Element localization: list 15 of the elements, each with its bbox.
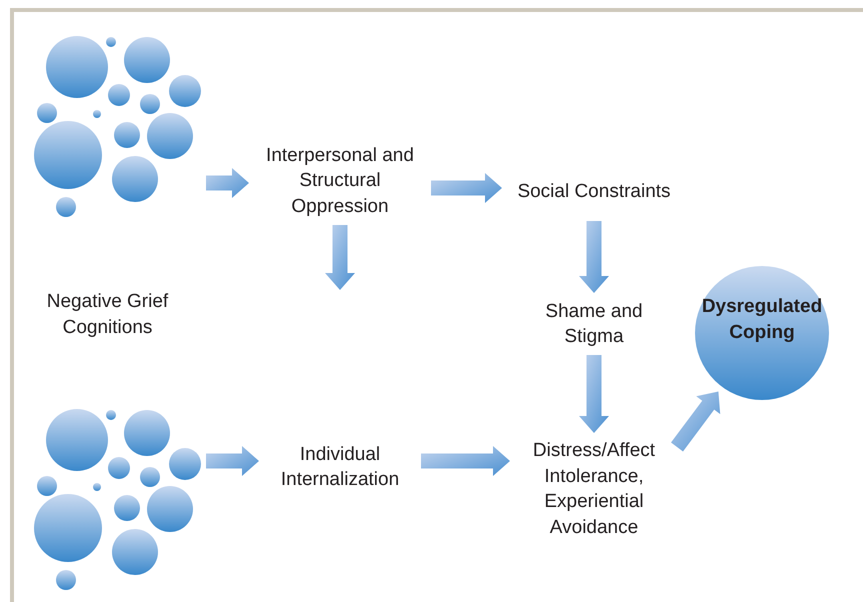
concept-text: Shame and Stigma	[544, 300, 644, 349]
concept-text: Social Constraints	[517, 180, 671, 204]
block-arrow	[421, 446, 510, 476]
block-arrow	[431, 173, 502, 203]
outcome-text: Dysregulated Coping	[700, 295, 824, 344]
concept-text: Distress/Affect Intolerance, Experiential Avoidance	[532, 439, 656, 540]
cluster-caption: Negative Grief Cognitions	[46, 290, 170, 340]
block-arrow	[579, 221, 609, 293]
concept-text: Interpersonal and Structural Oppression	[265, 144, 415, 219]
block-arrow	[671, 392, 720, 452]
concept-text: Individual Internalization	[280, 442, 400, 492]
block-arrow	[579, 355, 609, 433]
block-arrow	[325, 225, 355, 290]
block-arrow	[206, 168, 249, 198]
block-arrow	[206, 446, 259, 476]
